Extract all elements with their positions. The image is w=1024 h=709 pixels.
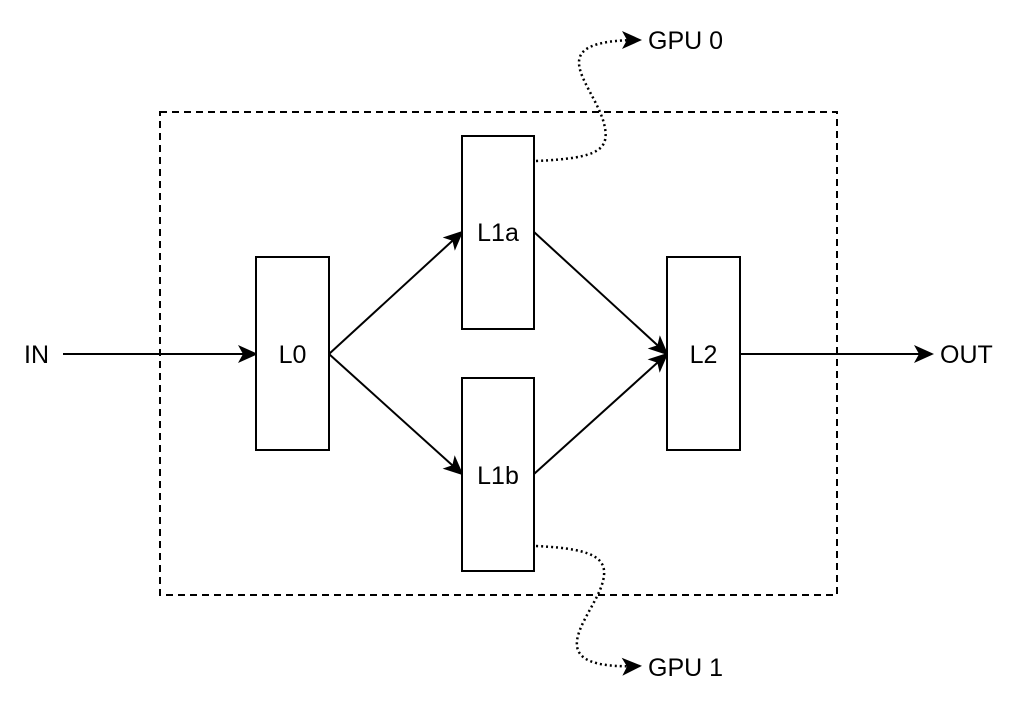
layer-l2: L2 — [666, 256, 741, 451]
output-label: OUT — [940, 341, 993, 369]
edge-l0-to-l1a — [328, 230, 464, 355]
layer-l0-label: L0 — [279, 341, 307, 369]
edge-l1a-to-l2 — [533, 231, 669, 356]
edge-l1b-to-gpu1 — [535, 544, 642, 676]
gpu1-label: GPU 1 — [648, 654, 723, 682]
layer-l1b-label: L1b — [477, 462, 519, 490]
layer-l1a: L1a — [461, 135, 535, 330]
edge-l0-to-l1b — [328, 353, 464, 476]
layer-l0: L0 — [255, 256, 330, 451]
input-label: IN — [24, 341, 49, 369]
layer-l2-label: L2 — [690, 341, 718, 369]
gpu0-label: GPU 0 — [648, 27, 723, 55]
layer-l1a-label: L1a — [477, 219, 519, 247]
layer-l0-box — [255, 256, 330, 451]
layer-l1b-box — [461, 377, 535, 572]
edge-l1a-to-gpu0 — [535, 31, 642, 163]
layer-l1b: L1b — [461, 377, 535, 572]
edge-l1b-to-l2 — [533, 352, 669, 475]
layer-l1a-box — [461, 135, 535, 330]
layer-l2-box — [666, 256, 741, 451]
